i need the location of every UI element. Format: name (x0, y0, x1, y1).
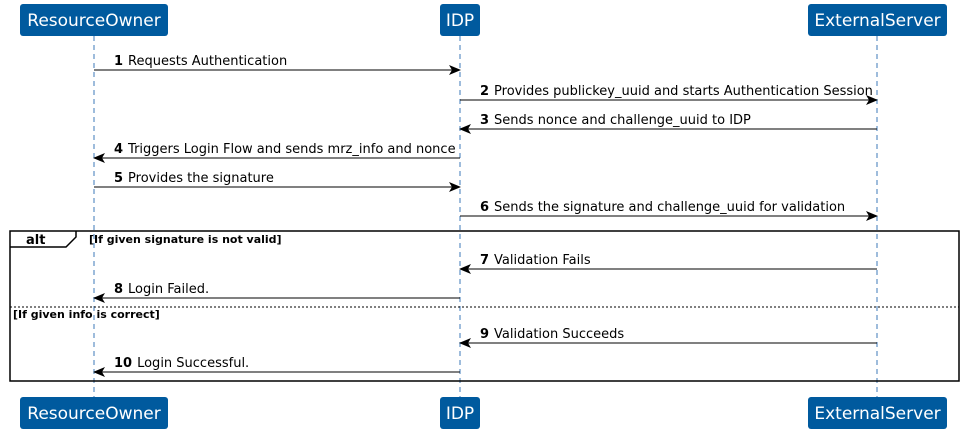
message-number: 2 (480, 84, 489, 99)
message-number: 1 (114, 54, 123, 69)
participant-box (20, 4, 168, 36)
fragment-label: alt (26, 233, 45, 248)
message-text: Provides publickey_uuid and starts Authe… (494, 84, 873, 99)
participant-top-resourceowner: ResourceOwner (20, 4, 168, 36)
message-number: 3 (480, 113, 489, 128)
message-10: 10 Login Successful. (93, 356, 460, 377)
participant-bottom-resourceowner: ResourceOwner (20, 397, 168, 429)
participant-label: IDP (446, 404, 474, 424)
message-text: Sends nonce and challenge_uuid to IDP (494, 113, 751, 128)
message-7: 7 Validation Fails (459, 253, 877, 274)
message-3: 3 Sends nonce and challenge_uuid to IDP (459, 113, 877, 134)
message-number: 9 (480, 327, 489, 342)
fragment-label-tab (10, 231, 77, 248)
participant-label: IDP (446, 11, 474, 31)
message-text: Triggers Login Flow and sends mrz_info a… (127, 142, 456, 157)
message-label: 7 Validation Fails (480, 253, 591, 268)
participant-label: ResourceOwner (27, 11, 160, 31)
message-6: 6 Sends the signature and challenge_uuid … (460, 200, 878, 221)
message-number: 6 (480, 200, 489, 215)
message-label: 1 Requests Authentication (114, 54, 287, 69)
participant-bottom-idp: IDP (440, 397, 480, 429)
participant-label: ResourceOwner (27, 404, 160, 424)
message-label: 10 Login Successful. (114, 356, 249, 371)
message-number: 10 (114, 356, 132, 371)
message-text: Login Failed. (128, 282, 209, 297)
participant-bottom-externalserver: ExternalServer (808, 397, 947, 429)
message-number: 5 (114, 171, 123, 186)
alt-fragment: alt [If given signature is not valid] [If … (9, 230, 960, 382)
message-label: 4 Triggers Login Flow and sends mrz_info … (114, 142, 456, 157)
participant-top-idp: IDP (440, 4, 480, 36)
message-4: 4 Triggers Login Flow and sends mrz_info … (93, 142, 460, 163)
message-9: 9 Validation Succeeds (459, 327, 877, 348)
message-label: 5 Provides the signature (114, 171, 274, 186)
participant-box (440, 397, 480, 429)
participant-box (808, 4, 947, 36)
participant-box (20, 397, 168, 429)
message-number: 4 (114, 142, 123, 157)
message-label: 9 Validation Succeeds (480, 327, 624, 342)
message-text: Provides the signature (128, 171, 274, 186)
message-label: 3 Sends nonce and challenge_uuid to IDP (480, 113, 751, 128)
message-label: 8 Login Failed. (114, 282, 209, 297)
message-label: 2 Provides publickey_uuid and starts Auth… (480, 84, 873, 99)
message-text: Requests Authentication (128, 54, 287, 69)
message-text: Login Successful. (137, 356, 249, 371)
message-number: 8 (114, 282, 123, 297)
message-text: Sends the signature and challenge_uuid f… (494, 200, 845, 215)
participant-label: ExternalServer (814, 11, 940, 31)
message-label: 6 Sends the signature and challenge_uuid … (480, 200, 845, 215)
participant-label: ExternalServer (814, 404, 940, 424)
participant-box (808, 397, 947, 429)
fragment-guard: [If given signature is not valid] (89, 233, 282, 246)
message-2: 2 Provides publickey_uuid and starts Auth… (460, 84, 878, 105)
message-text: Validation Fails (494, 253, 591, 268)
message-text: Validation Succeeds (494, 327, 624, 342)
message-5: 5 Provides the signature (94, 171, 461, 192)
message-number: 7 (480, 253, 489, 268)
fragment-frame (9, 230, 960, 382)
fragment-guard: [If given info is correct] (13, 308, 160, 321)
participant-top-externalserver: ExternalServer (808, 4, 947, 36)
message-1: 1 Requests Authentication (94, 54, 461, 75)
message-8: 8 Login Failed. (93, 282, 460, 303)
participant-box (440, 4, 480, 36)
